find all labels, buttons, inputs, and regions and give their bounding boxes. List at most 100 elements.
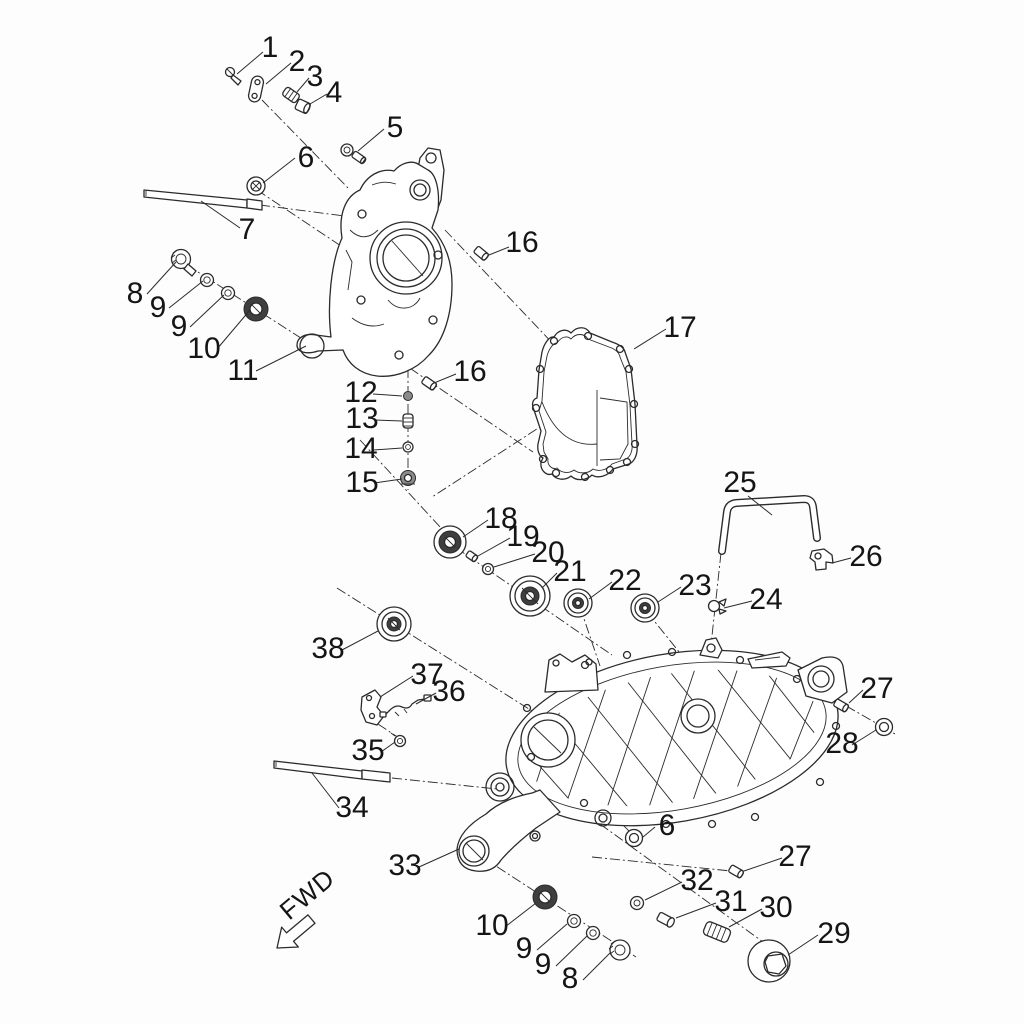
case-center-opening [680,698,716,734]
part-label-32: 32 [680,864,713,897]
leader-lines [146,51,877,981]
oil-plug-group-left [170,248,269,322]
part-label-14: 14 [344,432,377,465]
spring-30 [702,921,732,943]
dowel-pin-27a [833,698,850,713]
part-label-34: 34 [335,791,368,824]
part-label-36: 36 [432,675,465,708]
gasket-outline [531,327,638,481]
part-label-38: 38 [311,632,344,665]
part-label-10: 10 [187,332,220,365]
cup-retainer-29 [747,939,791,983]
case-bolt-holes [522,647,841,829]
part-label-4: 4 [326,76,343,109]
part-label-11: 11 [227,354,258,387]
part-label-26: 26 [849,540,882,573]
nut-35 [390,732,407,748]
part-label-1: 1 [262,31,279,64]
bearing-row [376,525,660,642]
part-label-29: 29 [817,917,850,950]
plug-8b [608,939,631,961]
right-crankcase-half [456,637,848,872]
spring-13 [402,413,414,429]
part-label-9c: 9 [516,932,533,965]
case-corner-plate [797,656,848,704]
wire-36 [379,694,432,718]
washer-9b [220,285,236,301]
bottom-fastener-row [532,828,791,983]
part-label-2: 2 [289,45,306,78]
bearing-22 [563,588,593,618]
assembly-axis-lines [186,99,896,961]
part-label-19: 19 [506,520,539,553]
part-label-16b: 16 [453,355,486,388]
part-label-37: 37 [410,658,443,691]
breather-pipe-group [707,495,834,615]
washer-9a [199,272,215,288]
part-label-31: 31 [714,885,747,918]
part-label-8b: 8 [562,962,579,995]
gasket-bolt-holes [531,331,640,482]
part-label-6b: 6 [659,809,676,842]
part-label-6: 6 [298,141,315,174]
part-label-16a: 16 [505,226,538,259]
washer-9c [566,913,582,929]
part-label-17: 17 [663,311,696,344]
pin-4 [294,98,311,115]
part-labels: 1 2 3 4 5 6 7 8 9 9 10 11 12 13 14 15 16… [127,31,894,995]
part-label-22: 22 [608,564,641,597]
bolt-31 [656,911,675,928]
case-arm-big-hole [458,835,490,867]
collar-6b [624,828,644,848]
hose-clamp-24 [707,598,727,615]
bracket-group [360,689,432,748]
fwd-arrow-icon [276,914,316,949]
part-label-12: 12 [344,376,377,409]
breather-boss [747,651,791,669]
oil-seal-10b [532,884,558,910]
pin-19 [465,550,479,563]
part-label-5: 5 [387,111,404,144]
washer-20 [481,562,495,576]
part-label-9d: 9 [535,948,552,981]
dowel-pin-16a [473,245,489,261]
washer-32 [629,895,645,911]
part-label-27a: 27 [860,672,893,705]
part-label-27b: 27 [778,840,811,873]
push-rod-34 [273,760,391,783]
part-label-8: 8 [127,277,144,310]
plug-15 [400,470,416,486]
case-mount-block [544,653,599,693]
detent-parts-column [400,391,416,486]
pipe-bracket-26 [809,548,834,571]
bearing-21 [509,575,551,617]
part-label-25: 25 [723,466,756,499]
part-label-24: 24 [749,583,782,616]
washer-9d [585,925,601,941]
part-label-20: 20 [531,536,564,569]
oil-seal-18 [433,525,467,559]
left-case-main-bore [369,221,443,295]
case-top-lug [699,637,723,659]
fwd-direction-marker: FWD [274,863,341,949]
part-label-3: 3 [307,60,324,93]
part-label-35: 35 [351,734,384,767]
part-label-9b: 9 [171,310,188,343]
part-label-13: 13 [345,402,378,435]
grommet-6 [246,176,266,196]
part-label-7: 7 [239,213,256,246]
left-case-arm-hole [299,333,325,359]
part-label-23: 23 [678,569,711,602]
shift-rod-7 [143,189,263,211]
dowel-pin-16b [421,376,438,391]
lever-2 [247,75,265,103]
spring-3 [282,86,300,104]
plug-8 [170,248,197,277]
bracket-37 [360,689,385,726]
bearing-38 [376,606,412,642]
crankcase-gasket [531,327,640,482]
part-label-33: 33 [388,849,421,882]
shift-lever-group [143,66,367,211]
